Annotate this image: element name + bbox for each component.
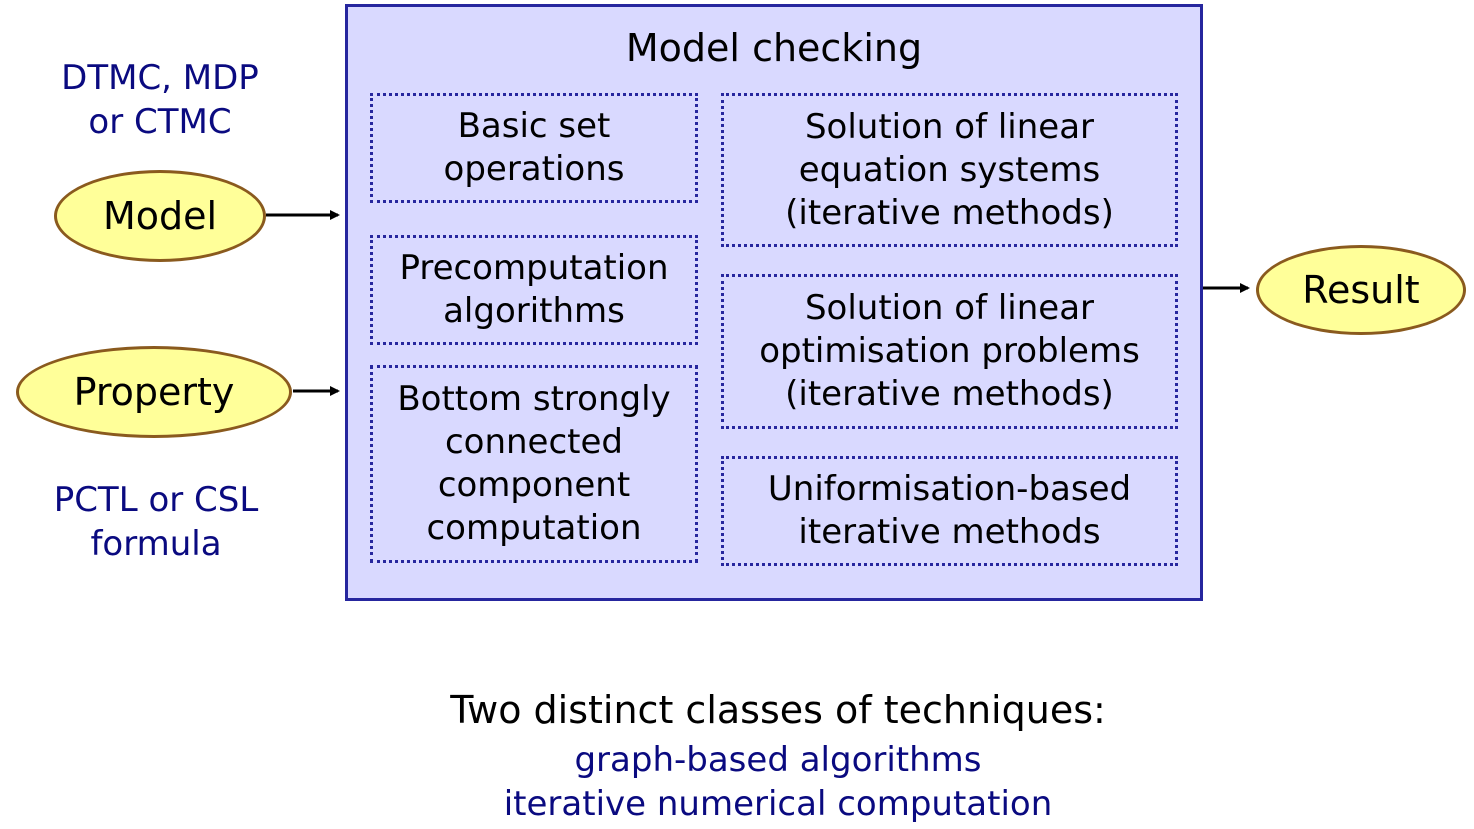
technique-box-precomputation: Precomputation algorithms xyxy=(370,235,698,345)
footer-item-iterative-numerical: iterative numerical computation xyxy=(503,784,1053,824)
footer-heading: Two distinct classes of techniques: xyxy=(450,688,1106,732)
model-type-line-2: or CTMC xyxy=(88,102,232,142)
model-type-label: DTMC, MDP or CTMC xyxy=(40,56,280,144)
property-type-label: PCTL or CSL formula xyxy=(36,478,276,566)
property-node-label: Property xyxy=(73,370,235,414)
technique-box-linear-equation-systems: Solution of linear equation systems (ite… xyxy=(721,93,1178,247)
result-node: Result xyxy=(1256,245,1466,335)
model-checking-box xyxy=(345,4,1203,601)
property-type-line-2: formula xyxy=(90,524,222,564)
property-type-line-1: PCTL or CSL xyxy=(53,480,259,520)
footer-item-graph-based: graph-based algorithms xyxy=(574,740,982,780)
model-checking-title: Model checking xyxy=(625,26,923,70)
model-node-label: Model xyxy=(102,194,218,238)
technique-box-uniformisation: Uniformisation-based iterative methods xyxy=(721,456,1178,566)
technique-box-linear-optimisation: Solution of linear optimisation problems… xyxy=(721,274,1178,429)
technique-box-bscc-computation: Bottom strongly connected component comp… xyxy=(370,365,698,563)
model-node: Model xyxy=(54,170,266,262)
property-node: Property xyxy=(16,346,292,438)
result-node-label: Result xyxy=(1302,268,1420,312)
model-type-line-1: DTMC, MDP xyxy=(61,58,259,98)
technique-box-basic-set-operations: Basic set operations xyxy=(370,93,698,203)
